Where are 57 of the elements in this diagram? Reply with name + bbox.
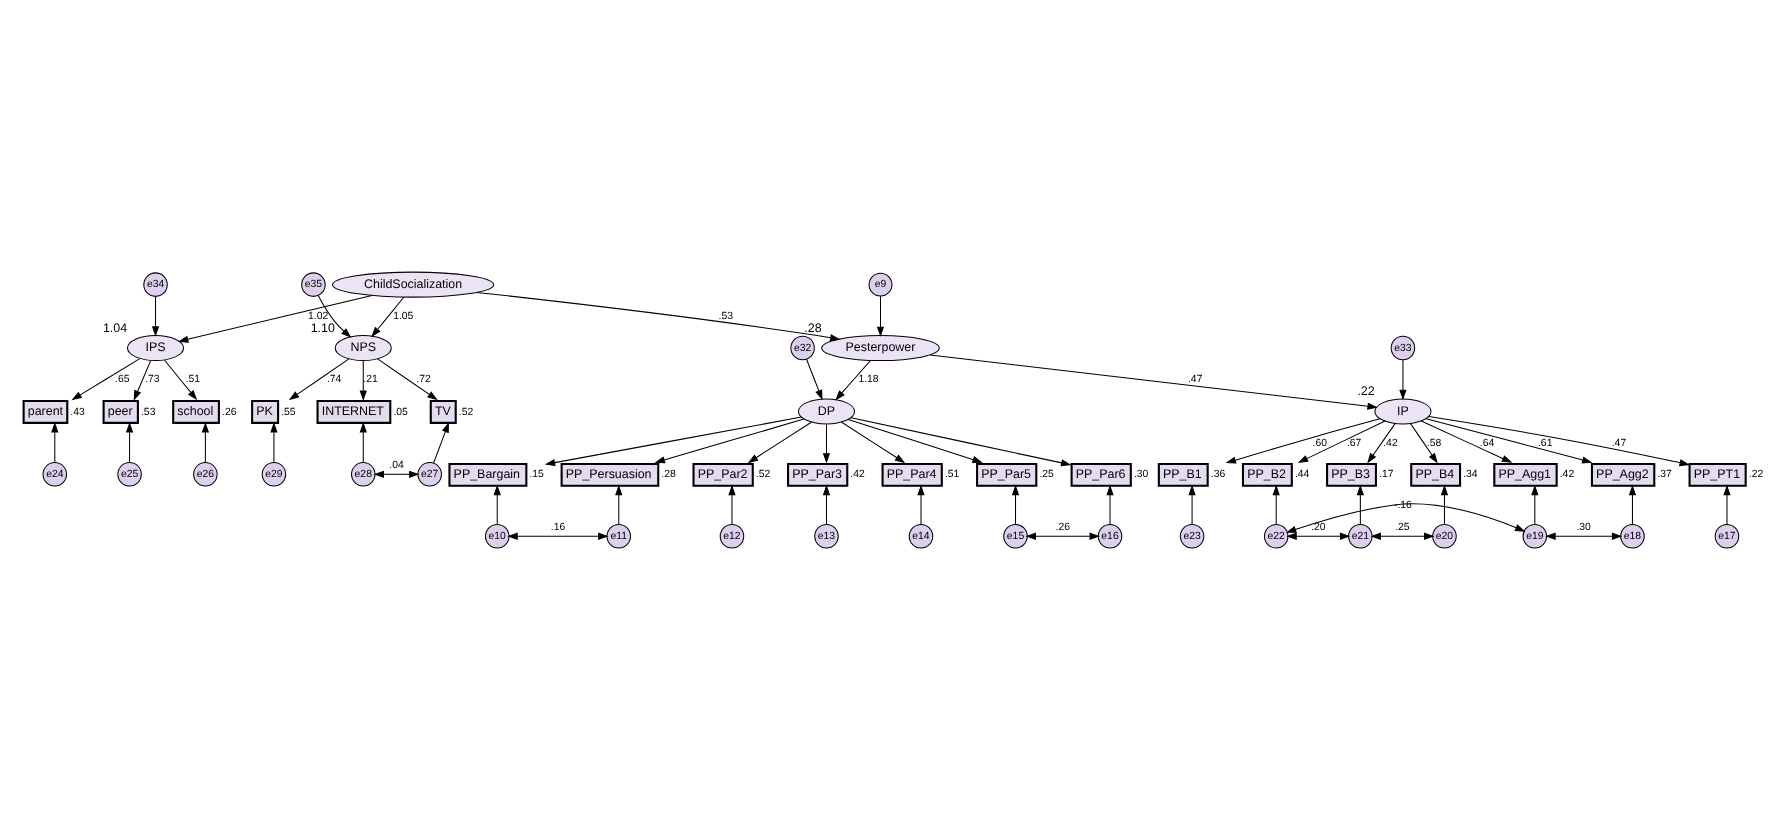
arrow (1106, 483, 1114, 524)
arrow (841, 420, 906, 463)
arrow (1286, 531, 1351, 539)
arrow (270, 421, 278, 463)
arrow (377, 357, 438, 400)
arrow (317, 293, 352, 337)
arrow (929, 353, 1378, 409)
arrow (1011, 483, 1020, 524)
arrow (1370, 531, 1435, 539)
arrow (433, 421, 449, 463)
arrow (615, 483, 623, 524)
arrow (177, 293, 373, 342)
arrow (654, 417, 805, 463)
arrow (822, 422, 831, 463)
arrow (847, 417, 983, 463)
arrow (1420, 419, 1513, 462)
arrow (850, 416, 1072, 466)
arrow (806, 357, 823, 400)
arrow (1272, 483, 1280, 524)
arrow (163, 358, 198, 400)
arrow (1225, 417, 1381, 463)
arrow (201, 421, 210, 463)
arrow (1440, 483, 1449, 524)
arrow (1545, 531, 1623, 539)
arrow (288, 357, 350, 400)
arrow (1356, 483, 1364, 524)
arrow (359, 359, 367, 400)
arrow (493, 483, 501, 524)
arrow (822, 483, 831, 524)
arrow (476, 290, 841, 341)
arrow (1428, 415, 1690, 466)
arrow (728, 483, 736, 524)
arrow (359, 421, 367, 463)
arrow (1297, 419, 1386, 462)
arrow (51, 421, 59, 463)
arrow (371, 295, 405, 337)
arrow (125, 421, 134, 463)
arrow (544, 415, 802, 466)
arrow (1188, 483, 1196, 524)
arrow (133, 359, 152, 400)
arrow (507, 531, 609, 539)
arrow (917, 483, 925, 524)
arrow (1723, 483, 1731, 524)
arrow (835, 359, 871, 400)
arrow (1025, 531, 1100, 539)
arrow (1425, 417, 1593, 463)
arrow (1410, 422, 1438, 463)
arrow (1399, 358, 1407, 400)
arrow (1628, 483, 1637, 524)
arrow (747, 420, 812, 463)
arrow (373, 469, 420, 477)
arrow (1531, 483, 1539, 524)
arrow (151, 294, 160, 336)
arrow (71, 357, 141, 400)
arrow (876, 294, 885, 337)
arrow (1285, 502, 1526, 532)
arrow (1367, 422, 1396, 463)
